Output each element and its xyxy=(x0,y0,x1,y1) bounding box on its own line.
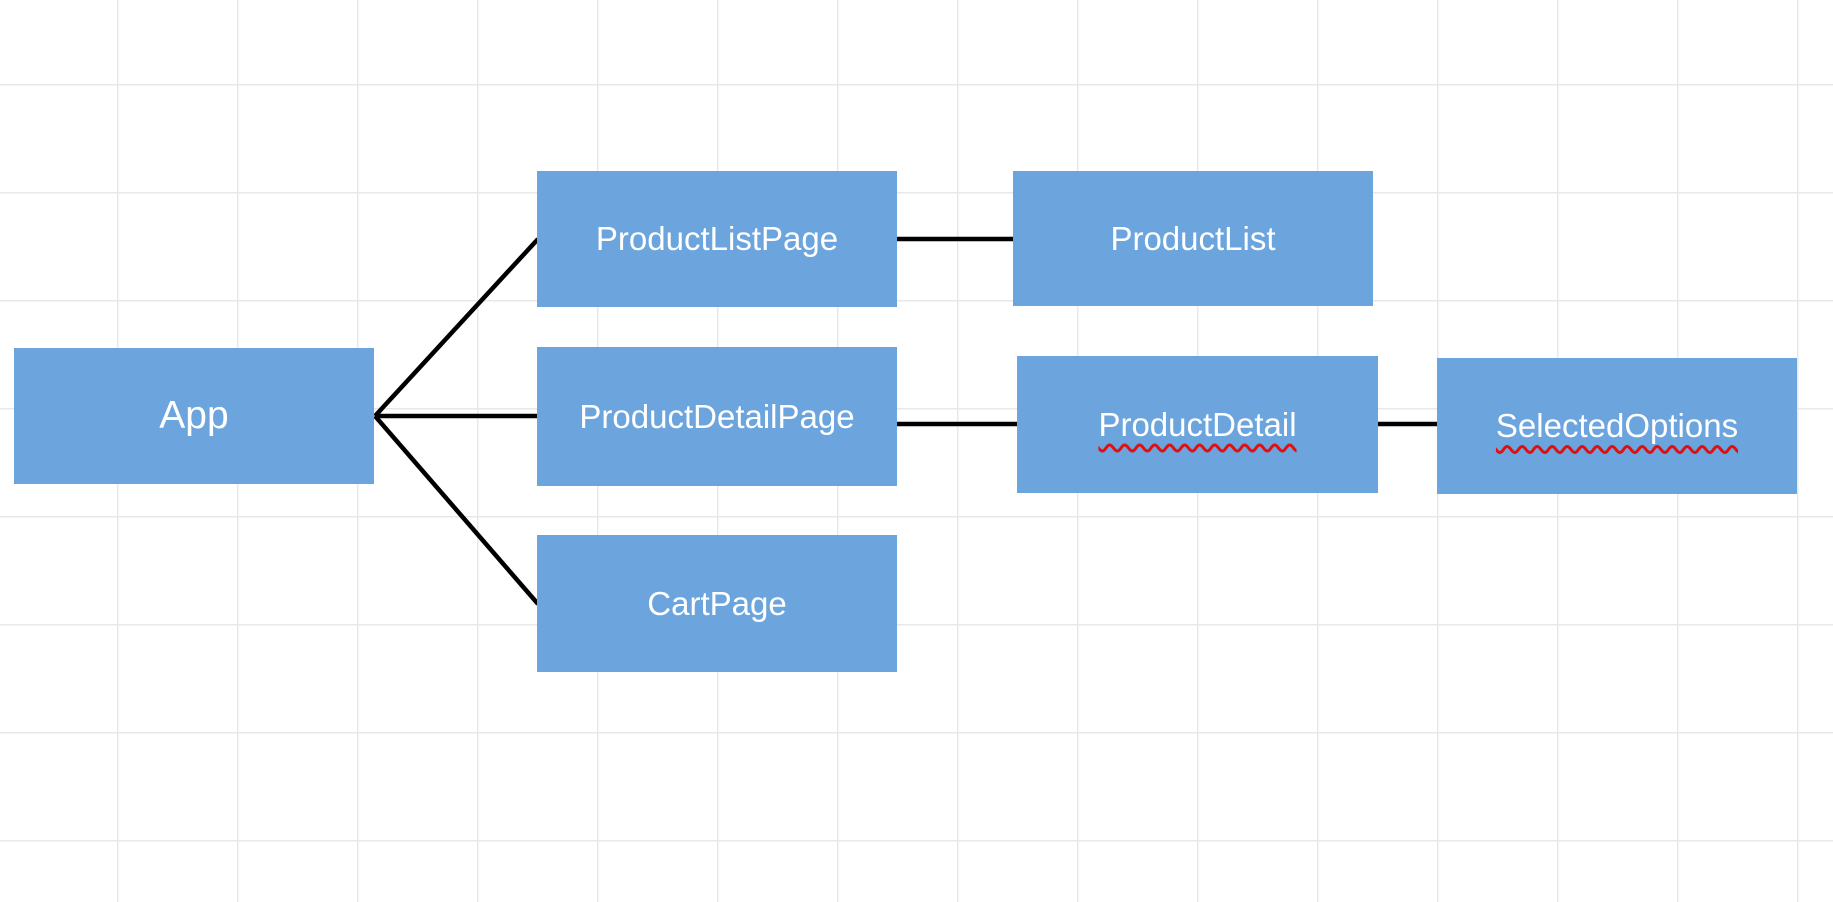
edge-app-productlistpage[interactable] xyxy=(373,237,540,418)
node-productdetailpage[interactable]: ProductDetailPage xyxy=(537,347,897,486)
node-productdetail[interactable]: ProductDetail xyxy=(1017,356,1378,493)
node-label: ProductDetailPage xyxy=(579,397,855,435)
node-app[interactable]: App xyxy=(14,348,374,484)
node-productlist[interactable]: ProductList xyxy=(1013,171,1373,306)
node-cartpage[interactable]: CartPage xyxy=(537,535,897,672)
node-label: ProductDetail xyxy=(1098,405,1297,443)
edge-app-cartpage[interactable] xyxy=(373,414,540,606)
node-productlistpage[interactable]: ProductListPage xyxy=(537,171,897,307)
node-selectedoptions[interactable]: SelectedOptions xyxy=(1437,358,1797,494)
node-label: CartPage xyxy=(647,584,787,622)
node-label: ProductList xyxy=(1110,219,1276,257)
node-label: App xyxy=(159,393,229,437)
node-label: SelectedOptions xyxy=(1495,407,1739,445)
node-label: ProductListPage xyxy=(595,220,839,258)
